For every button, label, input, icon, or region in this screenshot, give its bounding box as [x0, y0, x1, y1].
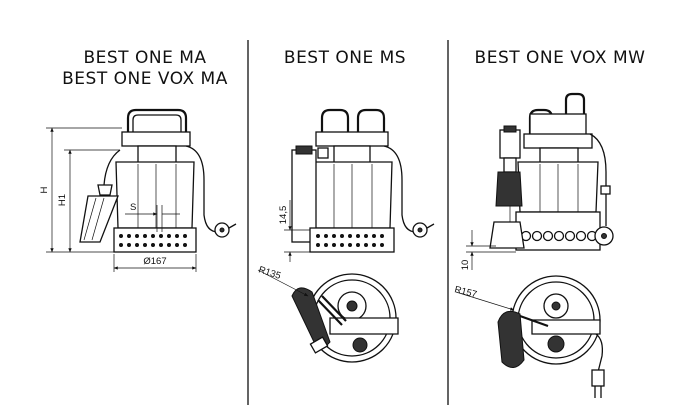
panel-1-title-line-2: BEST ONE VOX MA	[62, 69, 228, 89]
dimension-h-label: H	[39, 186, 50, 193]
dimension-10	[466, 230, 516, 270]
dimension-h	[46, 127, 122, 253]
dimension-h1	[64, 149, 120, 253]
pump-ma-side-view	[79, 108, 237, 253]
pump-ms-side-view	[291, 108, 435, 253]
pump-ms-top-view	[291, 273, 399, 363]
pump-vox-mw-top-view	[497, 275, 605, 398]
dimension-r157	[455, 291, 515, 311]
dimension-r135-label: R135	[257, 264, 282, 281]
panel-1-title-line-1: BEST ONE MA	[83, 48, 206, 68]
dimension-s-label: S	[130, 202, 136, 213]
dimension-r157-label: R157	[453, 284, 478, 300]
dimension-10-label: 10	[460, 260, 471, 271]
dimension-r135	[257, 269, 309, 297]
panel-3-title: BEST ONE VOX MW	[475, 48, 646, 68]
panel-2-title: BEST ONE MS	[284, 48, 406, 68]
dimension-14-5	[284, 200, 310, 262]
dimension-s	[125, 205, 180, 232]
dimension-diameter-label: Ø167	[143, 256, 166, 267]
pump-vox-mw-side-view	[489, 92, 614, 251]
dimension-h1-label: H1	[57, 194, 68, 206]
dimension-14-5-label: 14,5	[278, 206, 289, 225]
dimension-diameter	[113, 254, 197, 272]
